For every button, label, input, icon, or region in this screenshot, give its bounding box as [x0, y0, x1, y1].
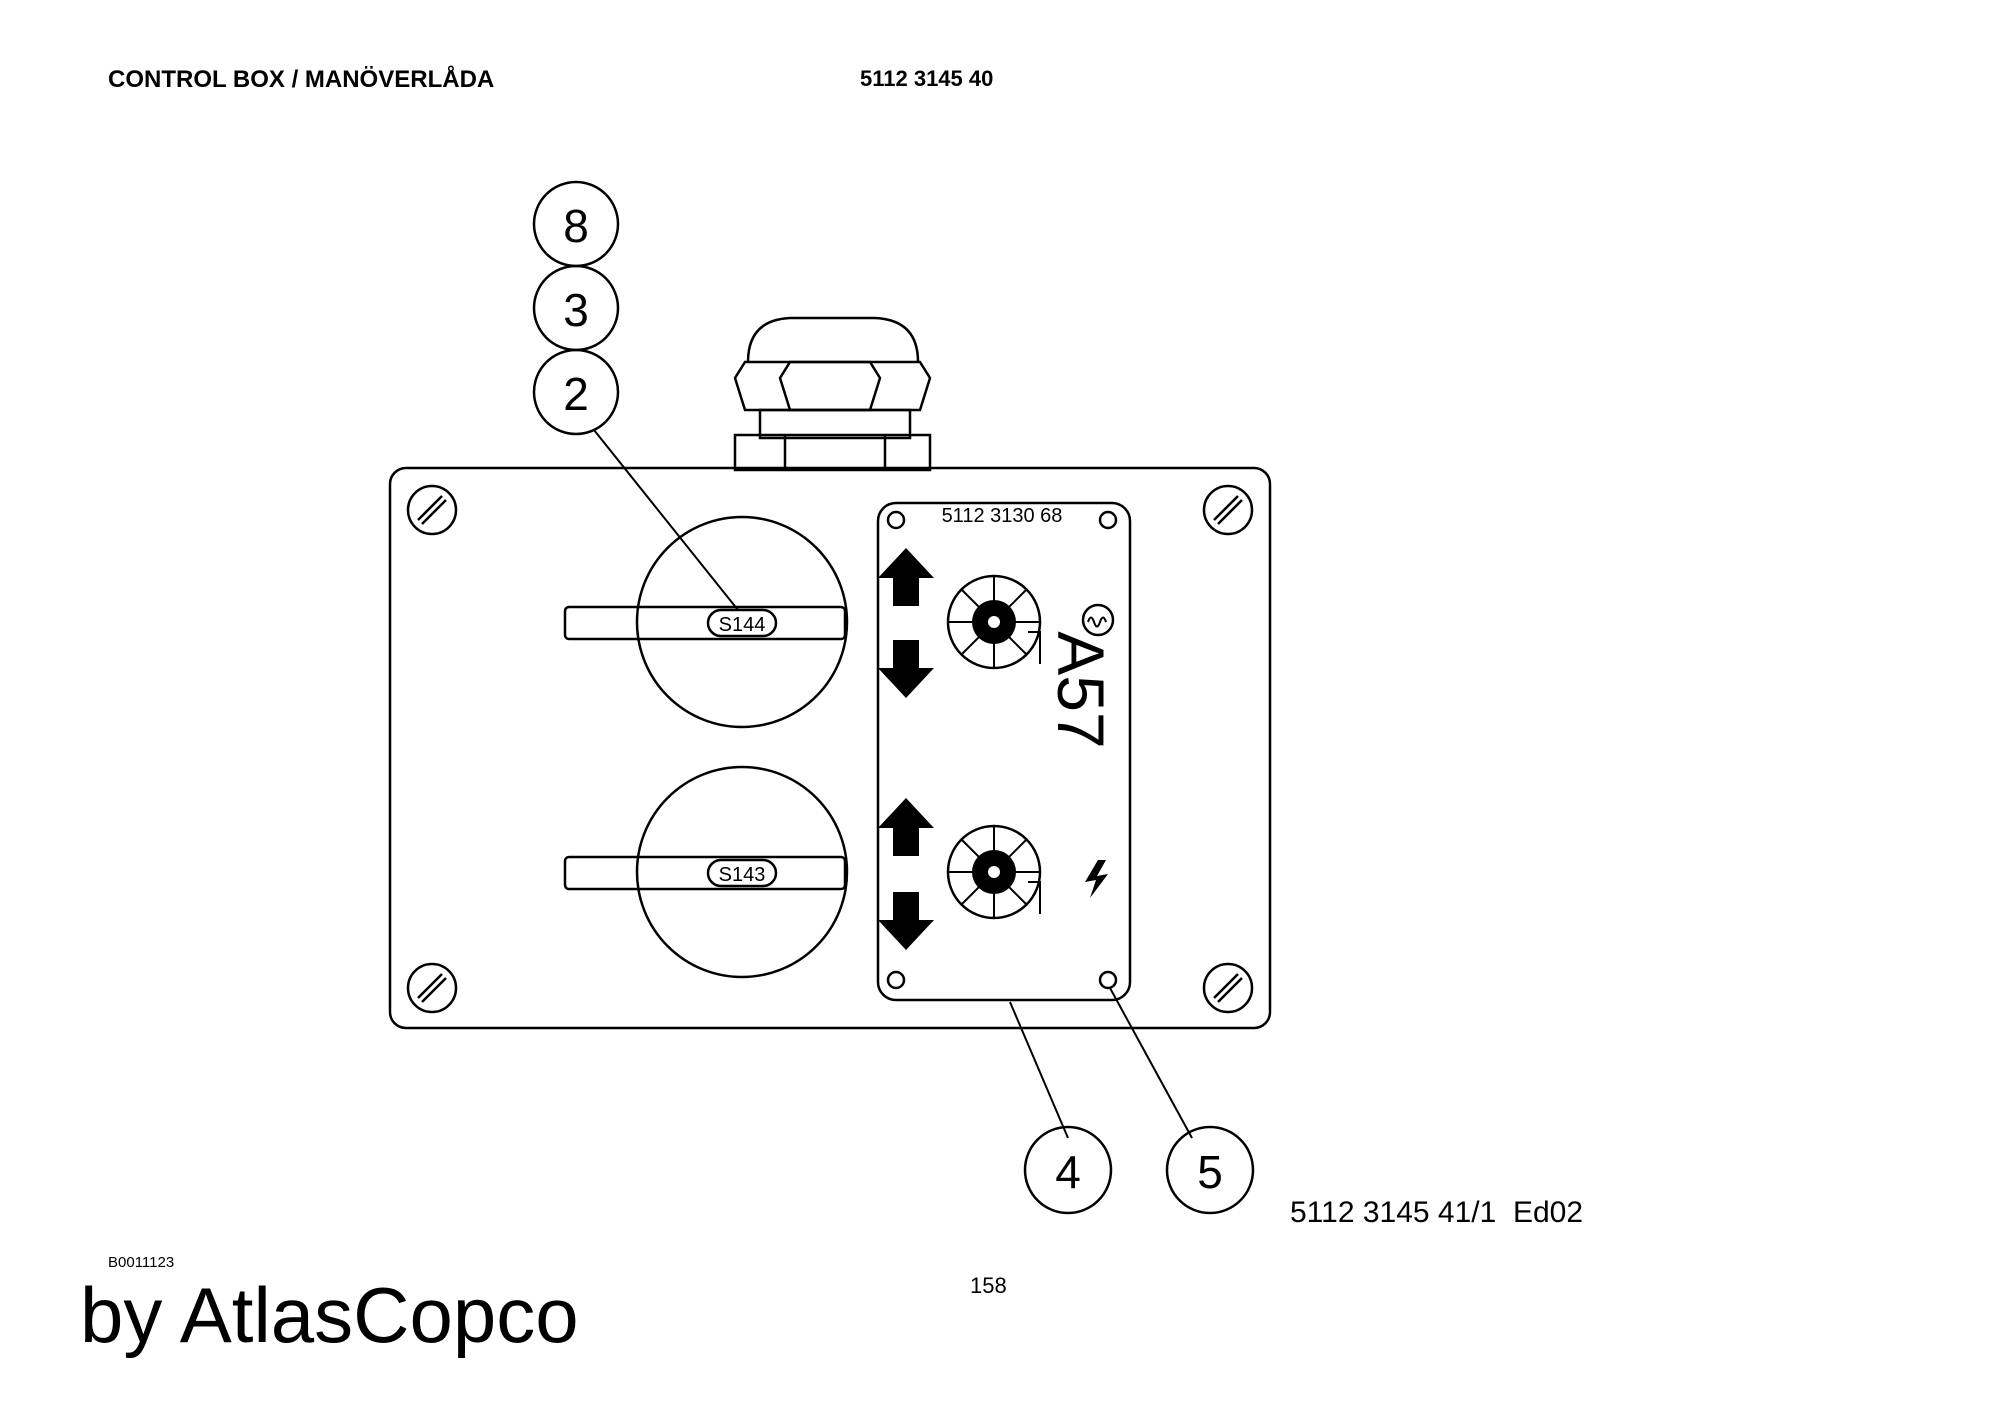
screw-icon	[1202, 962, 1254, 1014]
switch-label-s143: S143	[719, 864, 766, 886]
selector-switch-s144: S144	[563, 515, 849, 729]
callout-label: 2	[563, 368, 589, 420]
drawing-code: B0011123	[108, 1254, 175, 1271]
lightning-icon	[1085, 860, 1108, 898]
screw-icon	[1202, 484, 1254, 536]
designator-a57: A57	[1044, 631, 1118, 748]
callout-8: 8	[532, 180, 620, 268]
part-number: 5112 3145 40	[860, 66, 994, 91]
push-button	[946, 824, 1042, 920]
callout-5: 5	[1165, 1125, 1255, 1215]
switch-label-s144: S144	[719, 614, 766, 636]
control-box-body	[388, 466, 1272, 1030]
cable-gland	[733, 316, 932, 472]
selector-switch-s143: S143	[563, 765, 849, 979]
callout-4: 4	[1023, 1125, 1113, 1215]
arrow-up-icon	[878, 798, 934, 856]
watermark-text: by AtlasCopco	[80, 1271, 579, 1359]
callout-label: 8	[563, 200, 589, 252]
callout-3: 3	[532, 264, 620, 352]
callout-label: 4	[1055, 1146, 1081, 1198]
callout-label: 5	[1197, 1146, 1223, 1198]
callout-label: 3	[563, 284, 589, 336]
page-title: CONTROL BOX / MANÖVERLÅDA	[108, 66, 495, 93]
panel-part-number: 5112 3130 68	[942, 505, 1063, 527]
drawing-reference: 5112 3145 41/1 Ed02	[1290, 1196, 1583, 1229]
screw-icon	[406, 962, 458, 1014]
arrow-down-icon	[878, 640, 934, 698]
label-plate: 5112 3130 68 A57	[876, 501, 1132, 1002]
callout-2: 2	[532, 348, 620, 436]
arrow-down-icon	[878, 892, 934, 950]
arrow-up-icon	[878, 548, 934, 606]
page-number: 158	[970, 1273, 1007, 1298]
lamp-symbol-icon	[1081, 603, 1115, 637]
push-button	[946, 574, 1042, 670]
screw-icon	[406, 484, 458, 536]
